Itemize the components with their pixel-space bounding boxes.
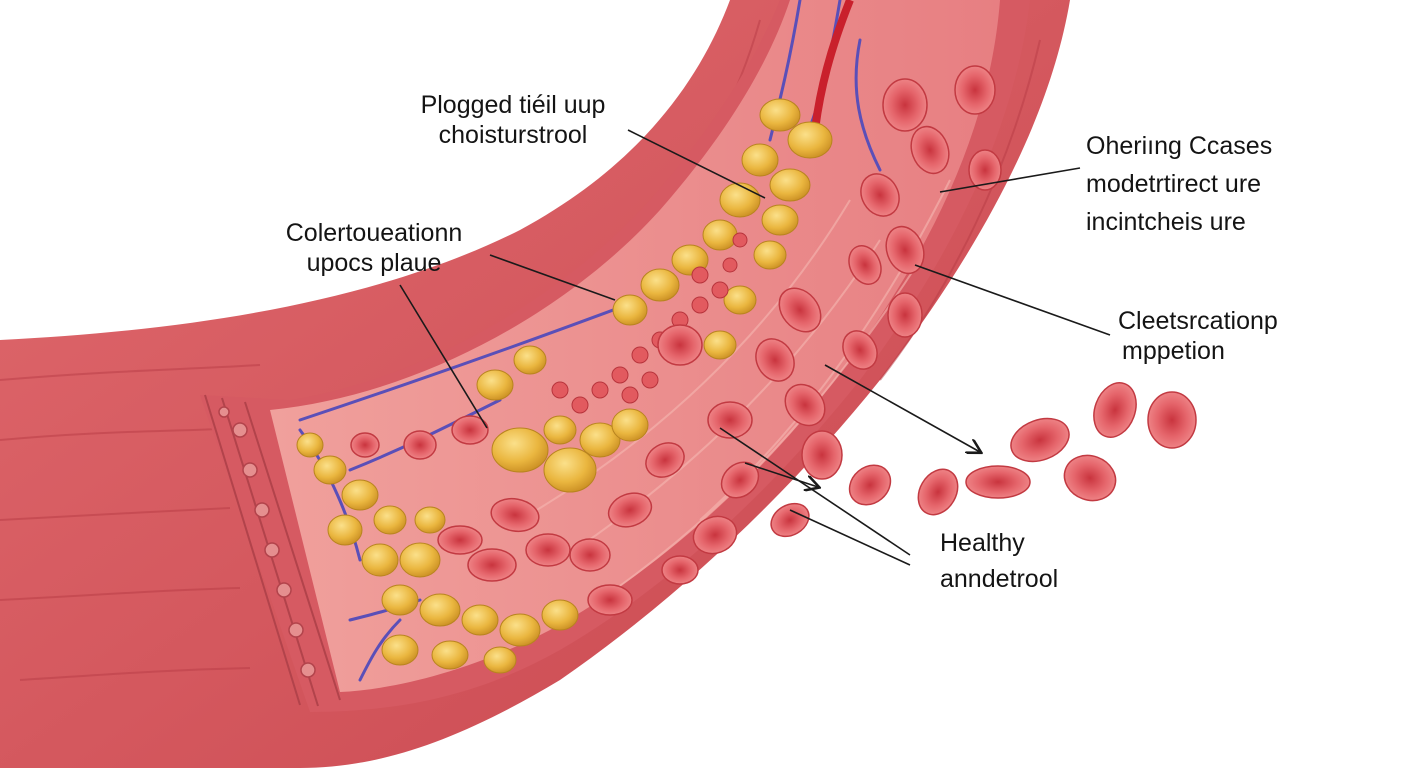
label-healthy-line1: Healthy	[940, 529, 1025, 557]
plaque-deposit	[296, 98, 833, 674]
label-cleetsrcation: Cleetsrcationp mppetion	[1118, 306, 1328, 366]
label-healthy: Healthy anndetrool	[940, 528, 1100, 594]
leader-lines	[399, 129, 1111, 566]
label-ohering-cases-line1: Oheriıng Ccases	[1086, 132, 1273, 160]
label-ohering-cases-line3: incintcheis ure	[1086, 208, 1246, 236]
label-cholesterol-plaque-line1: Colertoueationn	[285, 219, 463, 247]
label-plugged-buildup: Plogged tiéil uup choisturstrool	[402, 90, 624, 150]
label-plugged-buildup-line1: Plogged tiéil uup	[420, 91, 606, 119]
label-cleetsrcation-line2: mppetion	[1122, 337, 1225, 365]
label-cholesterol-plaque: Colertoueationn upocs plaue	[260, 218, 488, 278]
label-cleetsrcation-line1: Cleetsrcationp	[1118, 307, 1278, 335]
artery-lumen	[270, 0, 1000, 692]
red-artery-strand	[811, 0, 854, 131]
cut-edge-cells	[218, 406, 316, 678]
packed-cells	[551, 232, 748, 414]
wall-texture	[0, 19, 1041, 681]
label-healthy-line2: anndetrool	[940, 565, 1059, 593]
label-ohering-cases: Oheriıng Ccases modetrtirect ure incintc…	[1086, 131, 1316, 237]
label-cholesterol-plaque-line2: upocs plaue	[306, 249, 442, 277]
label-ohering-cases-line2: modetrtirect ure	[1086, 170, 1262, 198]
red-blood-cells	[350, 65, 1002, 616]
free-red-blood-cells	[917, 382, 1197, 516]
label-plugged-buildup-line2: choisturstrool	[438, 121, 588, 149]
